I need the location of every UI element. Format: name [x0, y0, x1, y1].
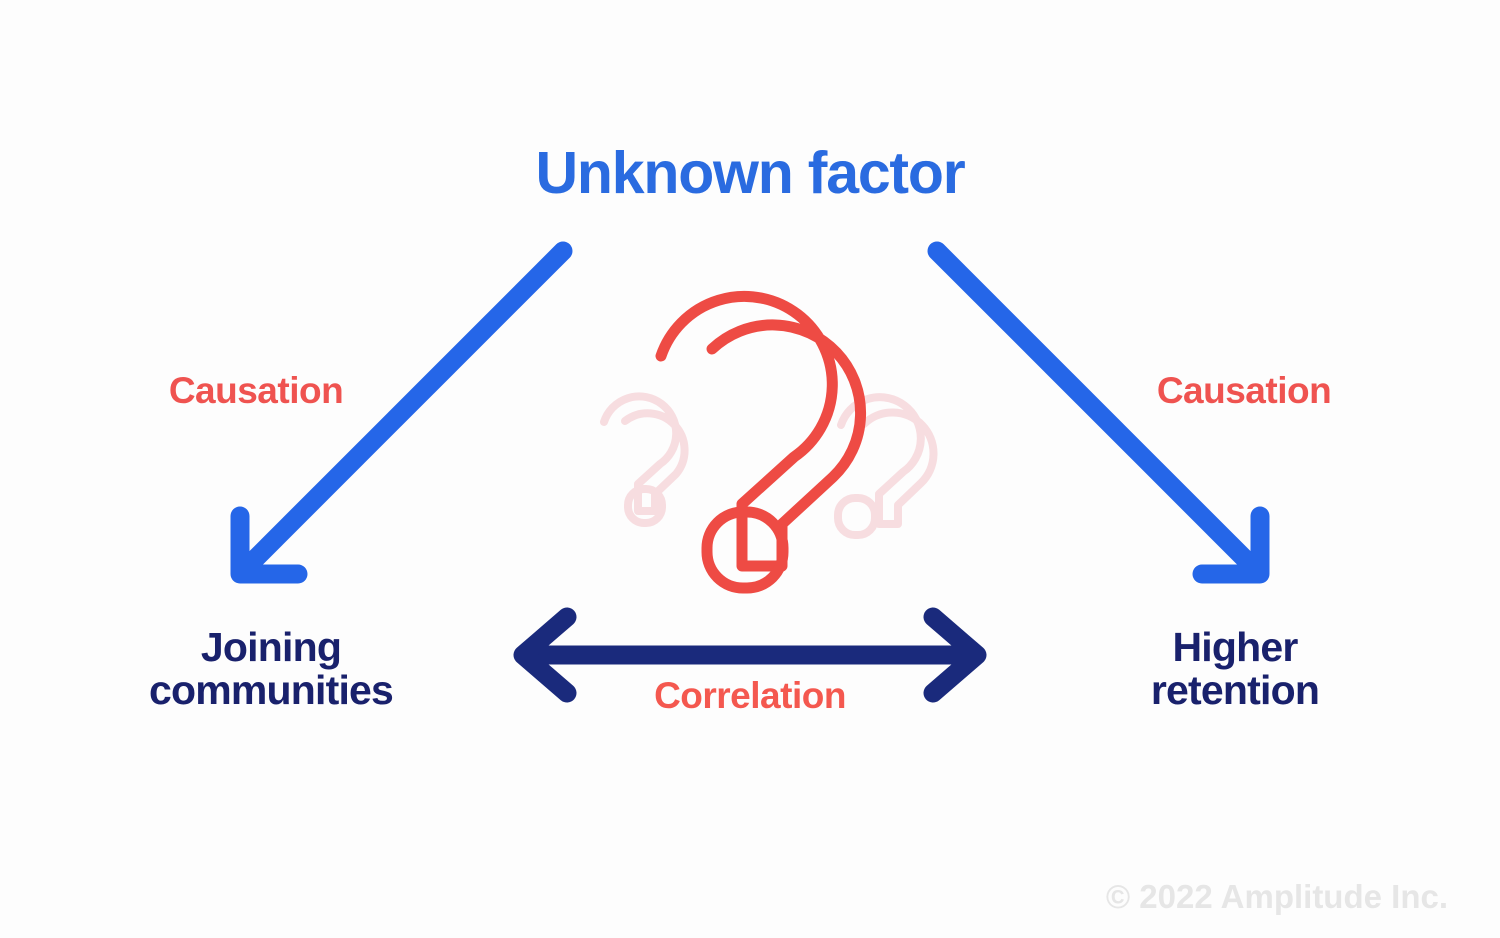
- edge-label-correlation: Correlation: [654, 675, 846, 716]
- correlation-arrow: [513, 607, 987, 703]
- question-mark-icon-faded-left: [600, 392, 689, 527]
- edge-label-causation-right: Causation: [1156, 370, 1332, 411]
- arrow-shaft-right: [927, 241, 1257, 571]
- node-right-line-1: Higher: [1172, 624, 1298, 670]
- node-left-line-1: Joining: [200, 624, 342, 670]
- node-right-line-2: retention: [1150, 667, 1320, 714]
- causation-arrow-right: [927, 241, 1270, 584]
- copyright-notice: © 2022 Amplitude Inc.: [1105, 878, 1448, 915]
- node-left-line-2: communities: [148, 667, 394, 714]
- arrow-head-right: [1192, 506, 1270, 584]
- arrow-head-left: [230, 506, 308, 584]
- question-mark-icon-main: [655, 290, 867, 594]
- edge-label-causation-left: Causation: [168, 370, 344, 411]
- correlation-head-left: [513, 607, 577, 703]
- page-title: Unknown factor: [535, 140, 966, 206]
- arrow-shaft-left: [243, 241, 573, 571]
- causation-arrow-left: [230, 241, 573, 584]
- question-mark-icon-faded-right: [834, 393, 938, 539]
- correlation-head-right: [923, 607, 987, 703]
